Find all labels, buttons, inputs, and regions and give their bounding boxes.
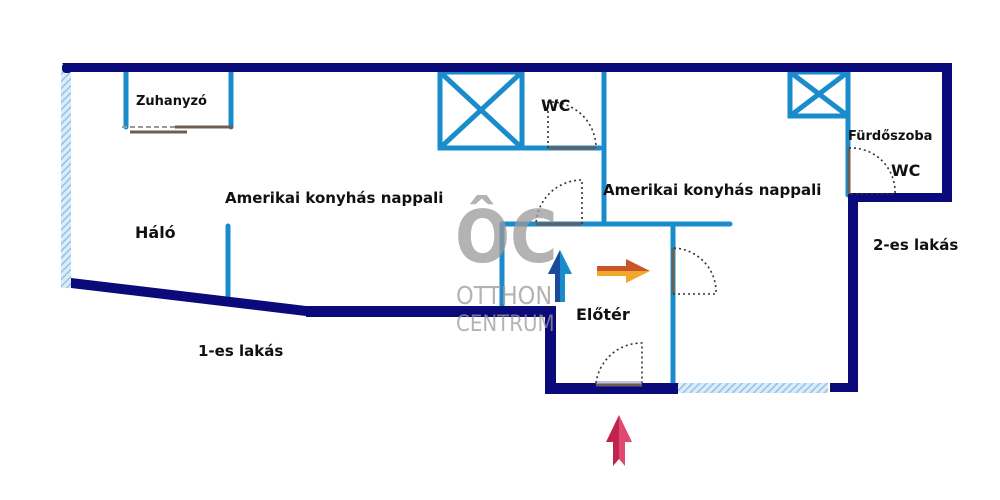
entry-arrow-icon <box>606 415 632 466</box>
room-label-eloter: Előtér <box>576 305 630 324</box>
room-label-wc-2: WC <box>891 161 920 180</box>
arrow-right-icon <box>597 259 650 283</box>
room-label-furdoszoba: Fürdőszoba <box>848 129 932 144</box>
unit-label-2: 2-es lakás <box>873 236 958 254</box>
arrow-up-icon <box>548 250 572 302</box>
watermark-line2: CENTRUM <box>456 312 555 337</box>
window-left <box>61 70 71 288</box>
window-bottom <box>678 383 828 393</box>
inner-walls <box>123 67 851 386</box>
room-label-zuhanyzo: Zuhanyzó <box>136 94 207 109</box>
unit-label-1: 1-es lakás <box>198 342 283 360</box>
room-label-halo: Háló <box>135 223 176 242</box>
room-label-nappali-1: Amerikai konyhás nappali <box>225 189 443 207</box>
room-label-wc-1: WC <box>541 96 570 115</box>
room-label-nappali-2: Amerikai konyhás nappali <box>603 181 821 199</box>
watermark-line1: OTTHON <box>456 281 552 310</box>
otthon-centrum-watermark: ÔC OTTHON CENTRUM <box>455 195 558 337</box>
doors <box>122 101 896 387</box>
watermark-logo: ÔC <box>455 195 558 279</box>
outer-walls <box>62 63 952 394</box>
